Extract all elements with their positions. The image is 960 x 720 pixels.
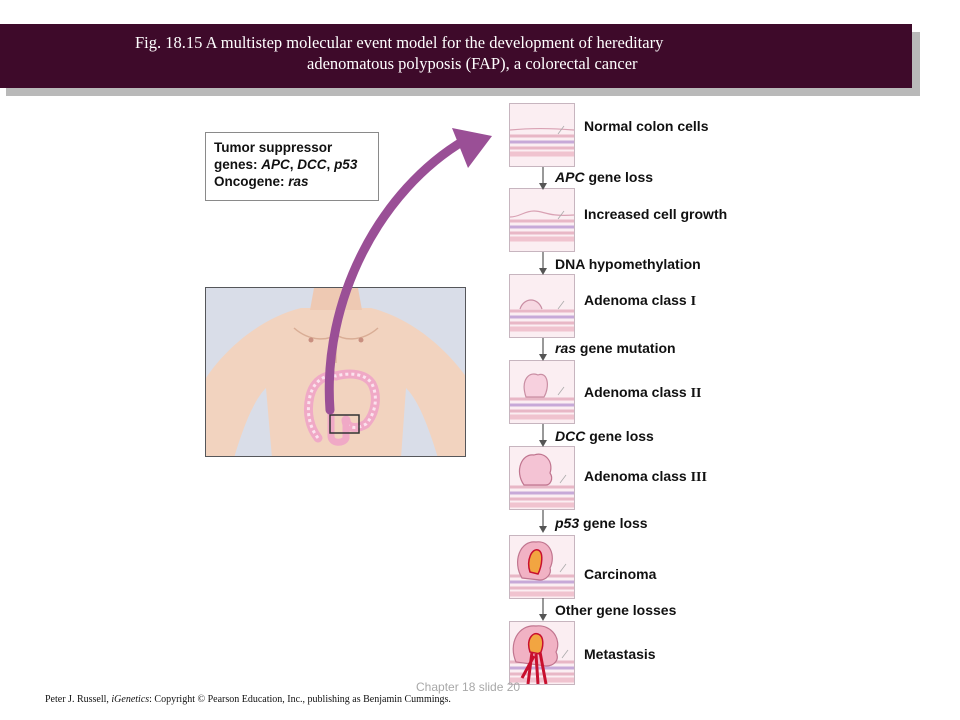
tile-adenoma-class-2 <box>509 360 575 424</box>
legend-genes: genes: APC, DCC, p53 <box>214 157 358 172</box>
down-arrow-5 <box>539 510 547 533</box>
event-p53-gene-loss: p53 gene loss <box>555 515 648 531</box>
event-other-gene-losses: Other gene losses <box>555 602 677 618</box>
figure-title-line1: Fig. 18.15 A multistep molecular event m… <box>135 33 664 52</box>
stage-label-adenoma-class-1: Adenoma class I <box>584 292 697 309</box>
stage-label-adenoma-class-3: Adenoma class III <box>584 468 707 485</box>
tile-adenoma-class-1 <box>509 274 575 338</box>
down-arrow-1 <box>539 167 547 190</box>
tile-normal-colon-cells <box>509 103 575 167</box>
tile-adenoma-class-3 <box>509 446 575 510</box>
tile-increased-cell-growth <box>509 188 575 252</box>
event-apc-gene-loss: APC gene loss <box>555 169 654 185</box>
legend-oncogene: Oncogene: ras <box>214 174 309 189</box>
down-arrow-2 <box>539 252 547 275</box>
stage-label-carcinoma: Carcinoma <box>584 566 657 582</box>
down-arrow-3 <box>539 338 547 361</box>
copyright-credit: Peter J. Russell, iGenetics: Copyright ©… <box>45 694 451 705</box>
stage-label-metastasis: Metastasis <box>584 646 656 662</box>
legend-tumor-suppressor: Tumor suppressor <box>214 140 333 155</box>
event-ras-gene-mutation: ras gene mutation <box>555 340 676 356</box>
torso-drawing <box>206 288 465 456</box>
stage-label-adenoma-class-2: Adenoma class II <box>584 384 702 401</box>
tile-metastasis <box>509 621 575 685</box>
gene-legend: Tumor suppressor genes: APC, DCC, p53 On… <box>205 132 379 201</box>
stage-label-normal-colon-cells: Normal colon cells <box>584 118 709 134</box>
title-bar: Fig. 18.15 A multistep molecular event m… <box>0 24 912 88</box>
event-dcc-gene-loss: DCC gene loss <box>555 428 654 444</box>
figure-title-line2: adenomatous polyposis (FAP), a colorecta… <box>307 54 638 73</box>
tile-carcinoma <box>509 535 575 599</box>
slide-number: Chapter 18 slide 20 <box>416 680 521 694</box>
down-arrow-4 <box>539 424 547 447</box>
down-arrow-6 <box>539 598 547 621</box>
stage-label-increased-cell-growth: Increased cell growth <box>584 206 728 222</box>
event-dna-hypomethylation: DNA hypomethylation <box>555 256 701 272</box>
